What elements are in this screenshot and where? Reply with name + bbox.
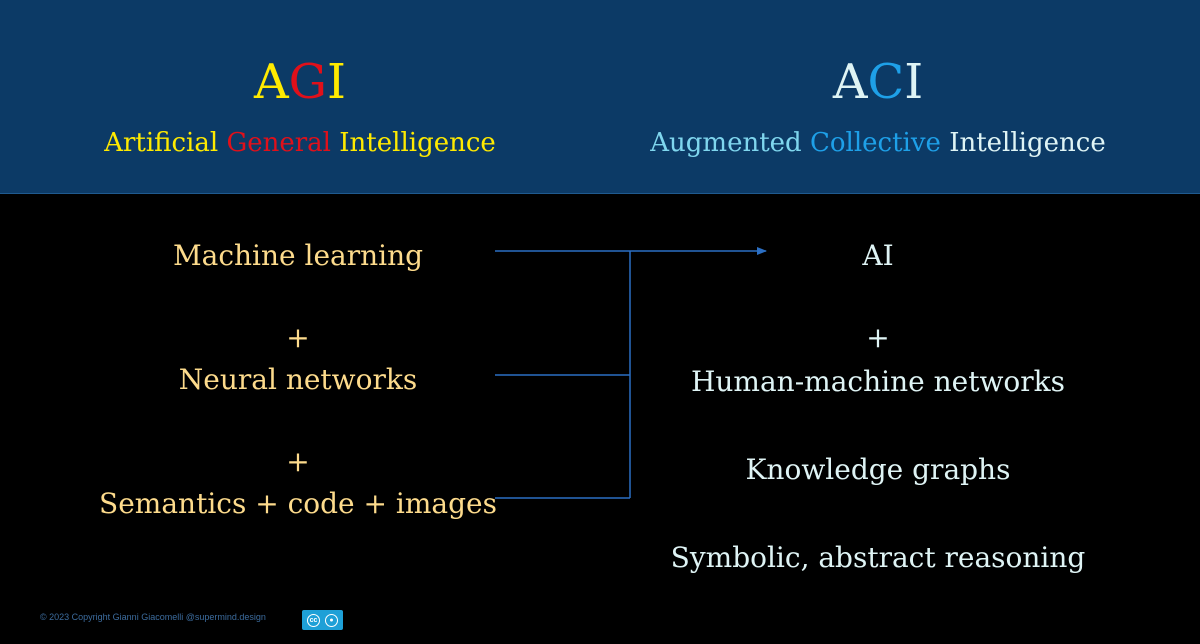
agi-subtitle-intelligence: Intelligence	[331, 128, 496, 158]
aci-subtitle-collective: Collective	[809, 128, 941, 158]
attribution-icon: ●	[325, 613, 338, 627]
aci-title-i: I	[904, 54, 924, 110]
agi-title-i: I	[327, 54, 346, 110]
semantics-code-images-label: Semantics + code + images	[99, 487, 497, 520]
creative-commons-icon: cc	[307, 613, 320, 627]
ai-label: AI	[862, 239, 894, 272]
knowledge-graphs-label: Knowledge graphs	[745, 453, 1011, 486]
agi-subtitle: Artificial General Intelligence	[0, 126, 600, 160]
cc-license-badge[interactable]: cc ●	[302, 610, 343, 630]
plus-sign-right: +	[866, 321, 890, 354]
symbolic-reasoning-label: Symbolic, abstract reasoning	[670, 541, 1086, 574]
agi-subtitle-artificial: Artificial	[104, 128, 227, 158]
aci-title-a: A	[832, 54, 868, 110]
header-band: AGI Artificial General Intelligence ACI …	[0, 0, 1200, 194]
human-machine-networks-label: Human-machine networks	[690, 365, 1065, 398]
agi-title-a: A	[254, 54, 289, 110]
plus-sign-2: +	[286, 445, 310, 478]
machine-learning-label: Machine learning	[172, 239, 424, 272]
aci-subtitle-augmented: Augmented	[650, 128, 810, 158]
agi-title-g: G	[288, 54, 328, 110]
neural-networks-label: Neural networks	[178, 363, 418, 396]
plus-sign-1: +	[286, 321, 310, 354]
agi-title: AGI	[0, 54, 600, 110]
agi-subtitle-general: General	[226, 128, 332, 158]
aci-title-c: C	[867, 54, 905, 110]
aci-subtitle-intelligence: Intelligence	[940, 128, 1106, 158]
aci-title: ACI	[578, 54, 1178, 110]
aci-subtitle: Augmented Collective Intelligence	[578, 126, 1178, 160]
copyright-footer: © 2023 Copyright Gianni Giacomelli @supe…	[40, 612, 266, 622]
